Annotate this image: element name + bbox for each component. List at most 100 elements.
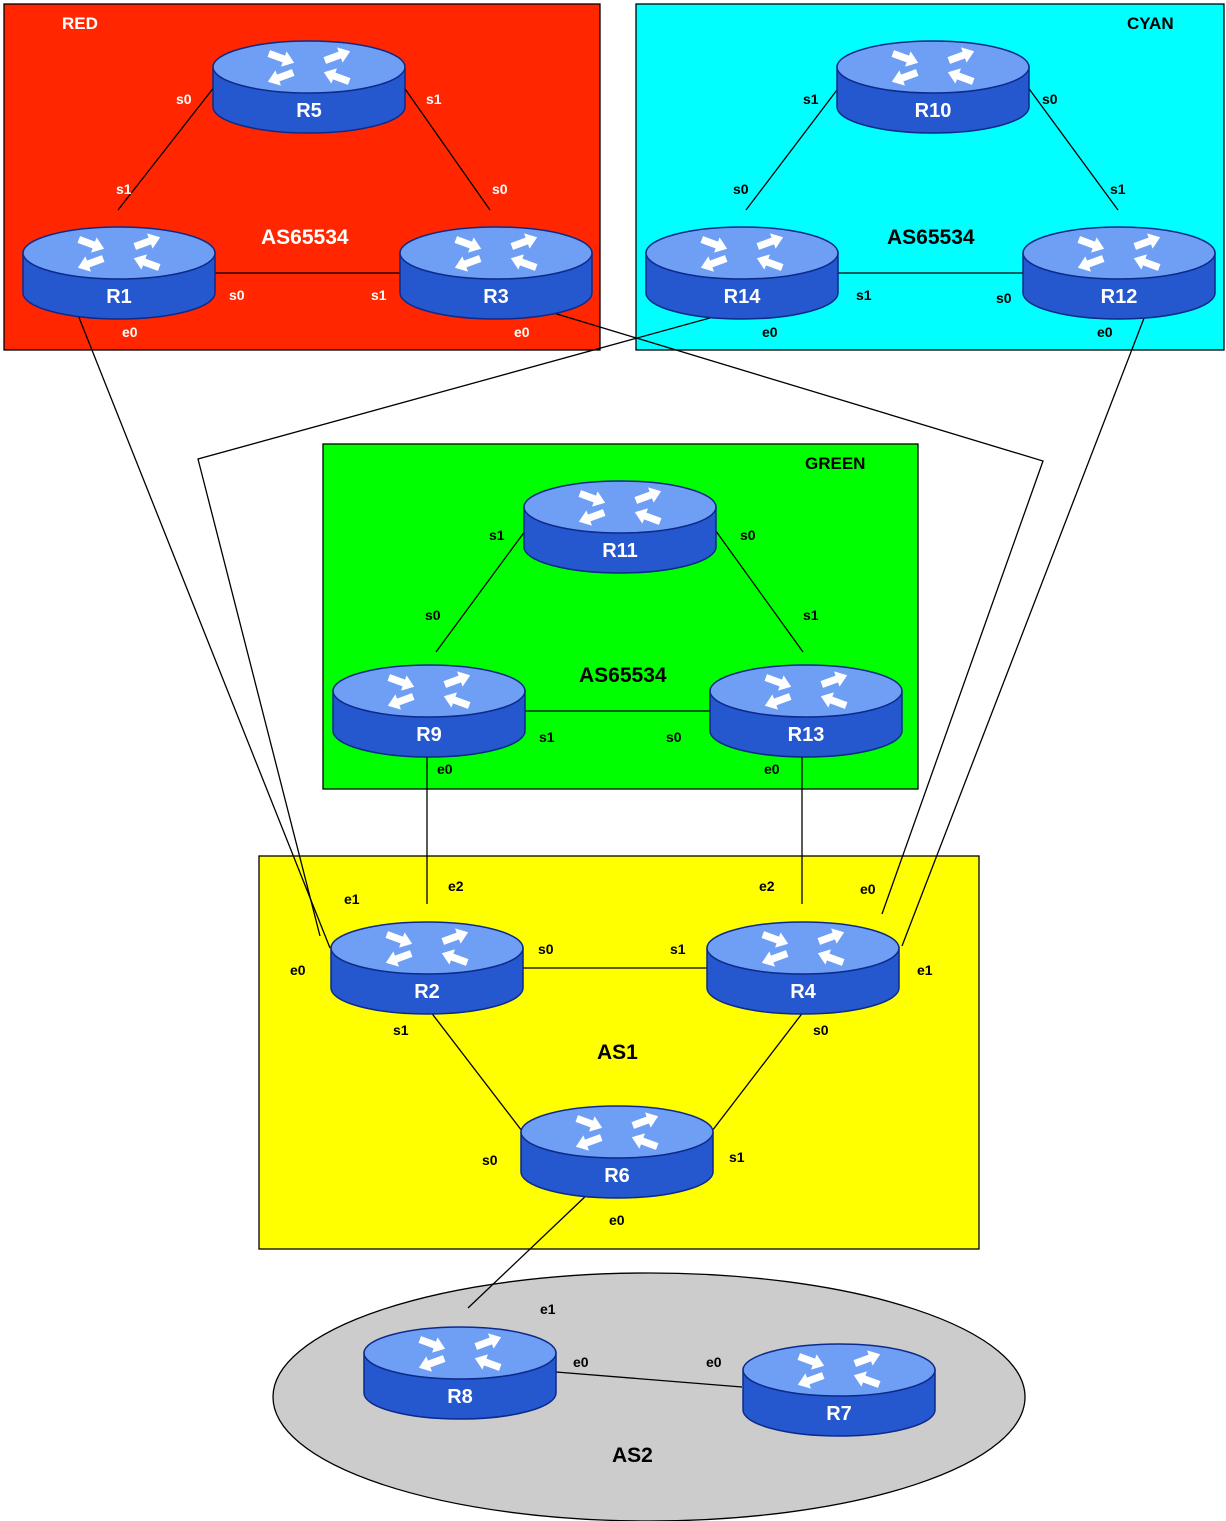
link-r4-r6 (711, 1010, 805, 1132)
zone-cyan-label: CYAN (1127, 14, 1174, 33)
if-label-r6-s1: s1 (729, 1149, 745, 1165)
router-arrows-icon (761, 928, 845, 967)
cyan-as-label: AS65534 (887, 226, 975, 249)
router-r11: R11 (523, 480, 717, 574)
router-r11-name: R11 (602, 540, 638, 562)
if-label-r8-e0: e0 (573, 1354, 589, 1370)
if-label-r9-s1: s1 (539, 729, 555, 745)
router-r12-name: R12 (1101, 286, 1138, 308)
router-r10: R10 (836, 40, 1030, 134)
router-r4: R4 (706, 921, 900, 1015)
if-label-r4-e1: e1 (917, 962, 933, 978)
if-label-r13-s1: s1 (803, 607, 819, 623)
if-label-r8-e1: e1 (540, 1301, 556, 1317)
link-r6-r8 (467, 1191, 591, 1309)
if-label-r1-s0: s0 (229, 287, 245, 303)
if-label-r2-e2: e2 (448, 878, 464, 894)
router-r14: R14 (645, 226, 839, 320)
router-arrows-icon (764, 671, 848, 710)
router-r6: R6 (520, 1105, 714, 1199)
if-label-r2-s1: s1 (393, 1022, 409, 1038)
if-label-r10-s1: s1 (803, 91, 819, 107)
router-arrows-icon (1077, 233, 1161, 272)
if-label-r11-s0: s0 (740, 527, 756, 543)
router-r7-name: R7 (826, 1403, 852, 1425)
if-label-r4-e0: e0 (860, 881, 876, 897)
router-r3-name: R3 (483, 286, 509, 308)
link-r5-r1 (117, 85, 216, 211)
router-r5-name: R5 (296, 100, 322, 122)
link-r11-r13 (712, 526, 804, 653)
if-label-r14-e0: e0 (762, 324, 778, 340)
if-label-r3-s1: s1 (371, 287, 387, 303)
router-arrows-icon (77, 233, 161, 272)
router-r4-name: R4 (790, 981, 816, 1003)
router-r2-name: R2 (414, 981, 440, 1003)
if-label-r12-s1: s1 (1110, 181, 1126, 197)
if-label-r5-s1: s1 (426, 91, 442, 107)
as1-label: AS1 (597, 1041, 638, 1064)
router-r13-name: R13 (788, 724, 825, 746)
link-r10-r14 (745, 85, 841, 211)
if-label-r13-s0: s0 (666, 729, 682, 745)
link-r5-r3 (402, 85, 491, 211)
router-r9: R9 (332, 664, 526, 758)
if-label-r1-s1: s1 (116, 181, 132, 197)
router-r8-name: R8 (447, 1386, 473, 1408)
router-arrows-icon (891, 47, 975, 86)
if-label-r6-e0: e0 (609, 1212, 625, 1228)
link-r10-r12 (1026, 85, 1119, 211)
if-label-r3-e0: e0 (514, 324, 530, 340)
if-label-r5-s0: s0 (176, 91, 192, 107)
as2-label: AS2 (612, 1444, 653, 1467)
if-label-r12-s0: s0 (996, 290, 1012, 306)
router-arrows-icon (578, 487, 662, 526)
router-r1-name: R1 (106, 286, 132, 308)
router-r6-name: R6 (604, 1165, 630, 1187)
link-r8-r7 (555, 1371, 743, 1388)
if-label-r12-e0: e0 (1097, 324, 1113, 340)
link-r12-r4 (901, 312, 1147, 947)
if-label-r10-s0: s0 (1042, 91, 1058, 107)
if-label-r4-s1: s1 (670, 941, 686, 957)
router-r13: R13 (709, 664, 903, 758)
router-arrows-icon (575, 1112, 659, 1151)
router-arrows-icon (387, 671, 471, 710)
link-r1-r2 (77, 314, 331, 949)
router-arrows-icon (797, 1350, 881, 1389)
router-r2: R2 (330, 921, 524, 1015)
if-label-r14-s1: s1 (856, 287, 872, 303)
if-label-r2-e0: e0 (290, 962, 306, 978)
router-r3: R3 (399, 226, 593, 320)
if-label-r2-s0: s0 (538, 941, 554, 957)
router-arrows-icon (700, 233, 784, 272)
red-as-label: AS65534 (261, 226, 349, 249)
router-arrows-icon (385, 928, 469, 967)
router-r14-name: R14 (724, 286, 762, 308)
router-r7: R7 (742, 1343, 936, 1437)
router-r5: R5 (212, 40, 406, 134)
if-label-r13-e0: e0 (764, 761, 780, 777)
link-r11-r9 (435, 526, 529, 653)
green-as-label: AS65534 (579, 664, 667, 687)
router-r1: R1 (22, 226, 216, 320)
if-label-r4-s0: s0 (813, 1022, 829, 1038)
if-label-r3-s0: s0 (492, 181, 508, 197)
link-r2-r6 (429, 1010, 523, 1132)
router-arrows-icon (267, 47, 351, 86)
zone-green-label: GREEN (805, 454, 865, 473)
if-label-r7-e0: e0 (706, 1354, 722, 1370)
links (77, 85, 1147, 1388)
router-arrows-icon (454, 233, 538, 272)
if-label-r14-s0: s0 (733, 181, 749, 197)
interface-labels: s0 s1 s1 s0 s0 s1 e0 e0 s1 s0 s0 s1 s1 s… (116, 91, 1126, 1370)
if-label-r11-s1: s1 (489, 527, 505, 543)
router-r8: R8 (363, 1326, 557, 1420)
if-label-r9-e0: e0 (437, 761, 453, 777)
if-label-r2-e1: e1 (344, 891, 360, 907)
router-arrows-icon (418, 1333, 502, 1372)
link-r3-r4 (546, 310, 1044, 915)
if-label-r9-s0: s0 (425, 607, 441, 623)
